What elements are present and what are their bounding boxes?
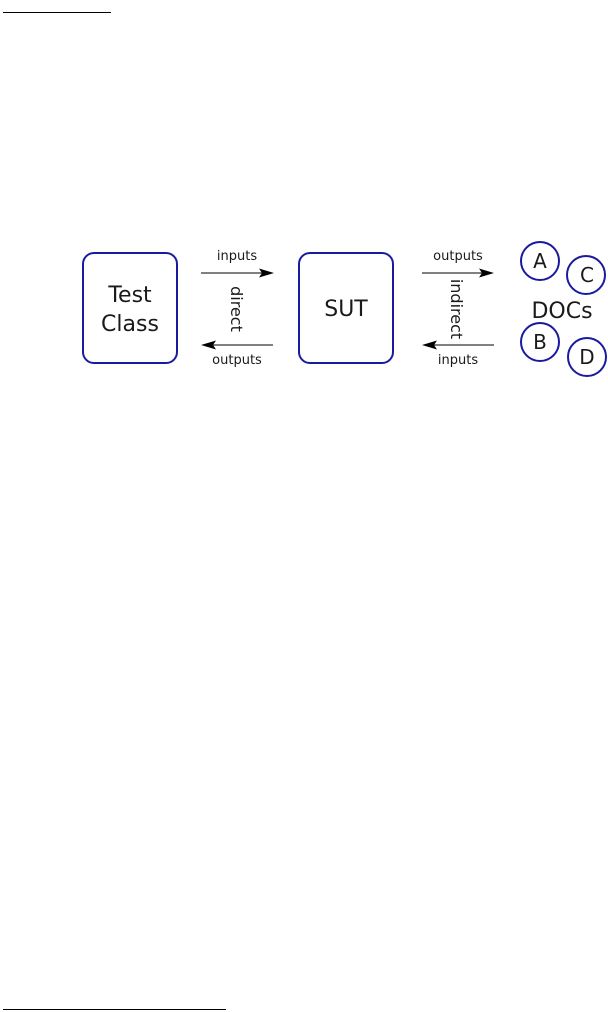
doc-b-circle <box>520 322 560 362</box>
indirect-label: indirect <box>447 279 466 339</box>
doc-c: C <box>566 255 606 295</box>
direct-outputs-label: outputs <box>212 353 262 368</box>
direct-inputs-arrow: inputs <box>201 249 274 278</box>
direct-outputs-arrow: outputs <box>201 340 273 368</box>
indirect-inputs-arrow: inputs <box>422 340 494 368</box>
direct-inputs-arrowhead <box>259 268 274 278</box>
test-class-node: Test Class <box>82 252 178 364</box>
test-class-label-line1: Test <box>107 283 152 308</box>
direct-label: direct <box>227 286 246 332</box>
sut-label: SUT <box>324 297 368 322</box>
docs-cluster: A C DOCs B D <box>520 241 607 377</box>
doc-a: A <box>520 241 560 281</box>
test-class-label-line2: Class <box>101 312 159 337</box>
top-rule <box>3 12 111 13</box>
test-class-box <box>82 252 178 364</box>
doc-c-label: C <box>580 263 594 287</box>
doc-d-label: D <box>579 345 594 369</box>
indirect-outputs-arrowhead <box>479 268 494 278</box>
doc-d-circle <box>567 337 607 377</box>
footnote-rule <box>3 1009 226 1010</box>
sut-node: SUT <box>298 252 394 364</box>
indirect-outputs-arrow: outputs <box>422 249 494 278</box>
doc-c-circle <box>566 255 606 295</box>
sut-box <box>298 252 394 364</box>
indirect-inputs-label: inputs <box>438 353 478 368</box>
direct-inputs-label: inputs <box>217 249 257 264</box>
indirect-inputs-arrowhead <box>422 340 437 350</box>
doc-d: D <box>567 337 607 377</box>
doc-b: B <box>520 322 560 362</box>
doc-a-circle <box>520 241 560 281</box>
docs-label: DOCs <box>531 299 592 324</box>
direct-outputs-arrowhead <box>201 340 216 350</box>
doc-a-label: A <box>533 249 547 273</box>
indirect-outputs-label: outputs <box>433 249 483 264</box>
doc-b-label: B <box>533 330 547 354</box>
